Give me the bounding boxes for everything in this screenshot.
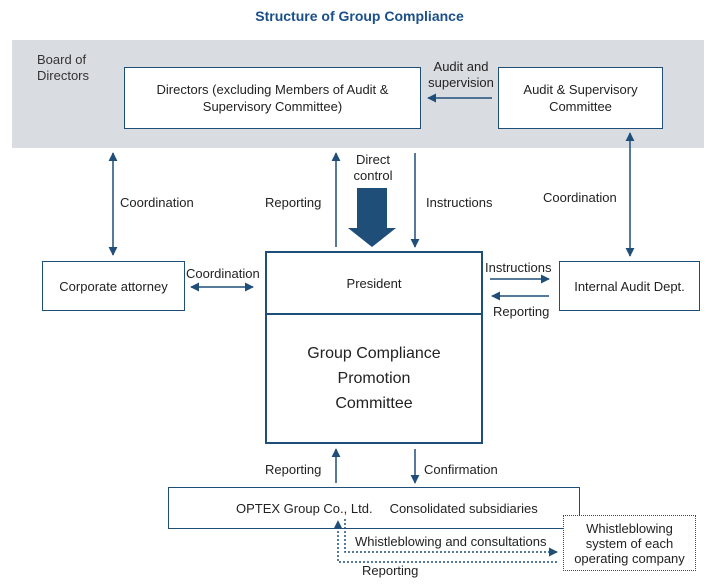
audit-supervision-label: Audit and supervision <box>428 59 494 91</box>
audit-supervision-line2: supervision <box>428 75 494 90</box>
whistle-line1: Whistleblowing <box>586 520 673 536</box>
direct-control-line1: Direct <box>356 152 390 167</box>
instructions-top-label: Instructions <box>426 195 493 210</box>
direct-control-arrow <box>348 188 396 247</box>
whistleblowing-consultations-arrow <box>344 519 558 557</box>
consolidated-subsidiaries-label: Consolidated subsidiaries <box>389 500 538 516</box>
whistle-reporting-label: Reporting <box>362 563 419 578</box>
board-of-directors-label: Board of Directors <box>37 52 89 84</box>
reporting-right-label: Reporting <box>493 304 550 319</box>
direct-control-line2: control <box>353 168 393 183</box>
whistle-line2: system of each <box>585 535 674 551</box>
president-box: President <box>265 251 483 315</box>
committee-line1: Group Compliance <box>307 345 441 362</box>
whistleblowing-consultations-label: Whistleblowing and consultations <box>355 534 547 549</box>
audit-line1: Audit & Supervisory <box>523 82 638 97</box>
direct-control-label: Direct control <box>348 152 398 184</box>
coordination-mid-label: Coordination <box>186 266 260 281</box>
whistleblowing-reporting-arrow <box>333 520 557 563</box>
confirmation-label: Confirmation <box>424 462 498 477</box>
directors-box: Directors (excluding Members of Audit & … <box>124 67 421 129</box>
instructions-right-label: Instructions <box>485 260 552 275</box>
corporate-attorney-box: Corporate attorney <box>42 261 185 311</box>
audit-supervision-line1: Audit and <box>433 59 489 74</box>
committee-line3: Committee <box>335 395 413 412</box>
whistle-line3: operating company <box>574 550 685 566</box>
committee-line2: Promotion <box>337 370 411 387</box>
coordination-right-label: Coordination <box>543 190 617 205</box>
directors-line2: Supervisory Committee) <box>202 99 343 114</box>
reporting-top-label: Reporting <box>265 195 322 210</box>
group-compliance-committee-box: Group Compliance Promotion Committee <box>265 313 483 444</box>
coordination-left-label: Coordination <box>120 195 194 210</box>
board-label-line2: Directors <box>37 68 90 83</box>
board-label-line1: Board of <box>37 52 87 67</box>
internal-audit-box: Internal Audit Dept. <box>559 261 700 311</box>
directors-line1: Directors (excluding Members of Audit & <box>156 82 389 97</box>
whistleblowing-system-box: Whistleblowing system of each operating … <box>563 515 696 571</box>
audit-supervisory-committee-box: Audit & Supervisory Committee <box>498 67 663 129</box>
optex-label: OPTEX Group Co., Ltd. <box>236 500 373 516</box>
audit-line2: Committee <box>549 99 612 114</box>
optex-group-box: OPTEX Group Co., Ltd. Consolidated subsi… <box>168 487 580 529</box>
reporting-bottom-label: Reporting <box>265 462 322 477</box>
diagram-title: Structure of Group Compliance <box>255 8 464 24</box>
